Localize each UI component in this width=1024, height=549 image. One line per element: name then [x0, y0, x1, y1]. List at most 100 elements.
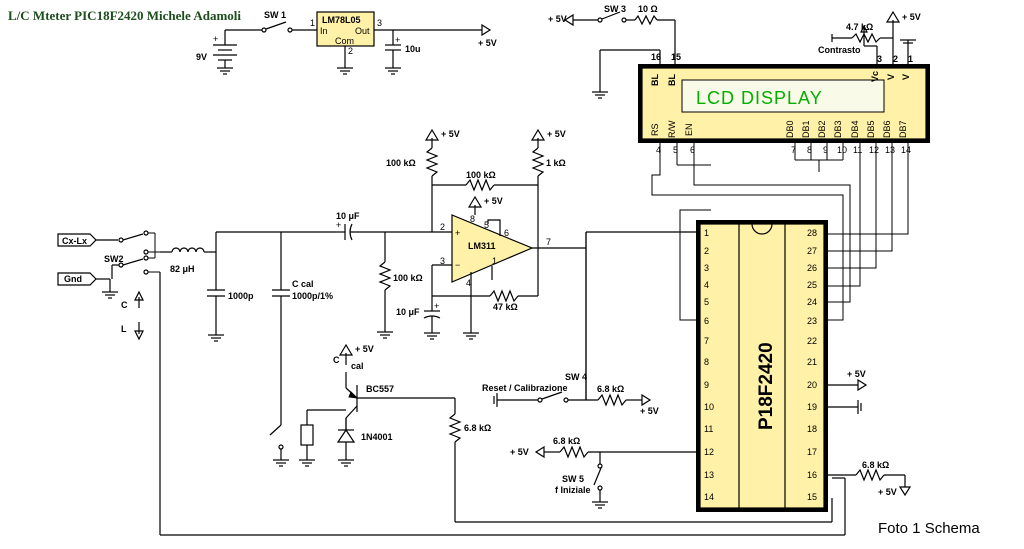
svg-text:16: 16: [807, 470, 817, 480]
svg-text:2: 2: [893, 54, 898, 64]
svg-text:18: 18: [807, 424, 817, 434]
battery-9v: + 9V: [196, 30, 237, 75]
svg-text:+ 5V: + 5V: [478, 38, 497, 48]
pic18f2420: P18F2420: [696, 220, 828, 512]
svg-text:LCD DISPLAY: LCD DISPLAY: [696, 88, 823, 108]
svg-text:+ 5V: + 5V: [484, 196, 503, 206]
svg-text:6.8 kΩ: 6.8 kΩ: [464, 423, 491, 433]
resistor-47k: 47 kΩ: [431, 265, 538, 312]
svg-text:R/W: R/W: [667, 120, 677, 138]
svg-text:9: 9: [704, 380, 709, 390]
svg-text:f Iniziale: f Iniziale: [555, 485, 591, 495]
cap-10uf-input: 10 μF +: [336, 211, 432, 241]
svg-text:V: V: [901, 74, 911, 80]
svg-text:10 μF: 10 μF: [396, 307, 420, 317]
svg-text:P18F2420: P18F2420: [756, 342, 777, 430]
resistor-6k8-base: 6.8 kΩ: [400, 397, 491, 522]
svg-text:10 μF: 10 μF: [336, 211, 360, 221]
svg-text:1000p/1%: 1000p/1%: [292, 291, 333, 301]
page-title: L/C Mteter PIC18F2420 Michele Adamoli: [8, 8, 241, 23]
svg-text:25: 25: [807, 280, 817, 290]
svg-text:27: 27: [807, 246, 817, 256]
svg-text:9: 9: [823, 145, 828, 155]
svg-text:6: 6: [704, 316, 709, 326]
svg-text:14: 14: [704, 492, 714, 502]
svg-text:+ 5V: + 5V: [902, 12, 921, 22]
svg-text:SW2: SW2: [104, 254, 124, 264]
svg-text:9V: 9V: [196, 52, 207, 62]
resistor-100k-bias: 100 kΩ: [377, 232, 423, 339]
figure-caption: Foto 1 Schema: [878, 520, 980, 537]
svg-text:24: 24: [807, 297, 817, 307]
svg-text:BL: BL: [650, 74, 660, 86]
svg-text:2: 2: [704, 246, 709, 256]
svg-text:4: 4: [704, 280, 709, 290]
svg-text:Gnd: Gnd: [64, 274, 82, 284]
pic-left-pins: 1 2 3 4 5 6 7 8 9 10 11 12 13 14: [704, 228, 714, 502]
relay-contact: [269, 424, 289, 467]
svg-text:Out: Out: [355, 26, 370, 36]
diode-1n4001: 1N4001: [336, 418, 393, 467]
svg-text:16: 16: [651, 52, 661, 62]
svg-text:23: 23: [807, 316, 817, 326]
svg-text:+ 5V: + 5V: [510, 447, 529, 457]
svg-text:26: 26: [807, 263, 817, 273]
svg-text:7: 7: [704, 336, 709, 346]
svg-text:8: 8: [704, 357, 709, 367]
svg-text:6: 6: [690, 145, 695, 155]
svg-text:+: +: [455, 228, 460, 238]
svg-text:DB4: DB4: [850, 120, 860, 138]
svg-text:DB6: DB6: [882, 120, 892, 138]
svg-text:L: L: [121, 324, 127, 334]
svg-text:LM78L05: LM78L05: [322, 15, 361, 25]
svg-text:EN: EN: [684, 123, 694, 136]
sw1-switch: SW 1: [261, 10, 293, 33]
svg-text:20: 20: [807, 380, 817, 390]
svg-text:C: C: [333, 355, 340, 365]
svg-text:BL: BL: [667, 74, 677, 86]
svg-text:DB3: DB3: [833, 120, 843, 138]
svg-text:4: 4: [656, 145, 661, 155]
svg-text:1N4001: 1N4001: [361, 432, 393, 442]
svg-text:3: 3: [877, 54, 882, 64]
svg-text:1: 1: [310, 18, 315, 28]
svg-text:17: 17: [807, 447, 817, 457]
svg-text:DB0: DB0: [785, 120, 795, 138]
svg-text:100 kΩ: 100 kΩ: [466, 170, 496, 180]
input-gnd: Gnd: [57, 272, 97, 286]
svg-text:+: +: [213, 34, 218, 44]
svg-text:2: 2: [348, 46, 353, 56]
cap-10uf-bias: + 10 μF: [396, 296, 441, 340]
resistor-1k: + 5V 1 kΩ: [530, 128, 566, 185]
svg-text:13: 13: [885, 145, 895, 155]
svg-text:BC557: BC557: [366, 384, 394, 394]
transistor-bc557: + 5V C cal BC557: [333, 343, 400, 430]
svg-text:6.8 kΩ: 6.8 kΩ: [862, 460, 889, 470]
svg-text:+: +: [336, 220, 341, 230]
svg-text:cal: cal: [351, 361, 364, 371]
regulator-lm78l05: LM78L05 In Out Com 1 3 2: [310, 11, 382, 56]
svg-text:5: 5: [484, 220, 489, 230]
svg-text:15: 15: [807, 492, 817, 502]
svg-text:12: 12: [869, 145, 879, 155]
svg-text:6.8 kΩ: 6.8 kΩ: [597, 384, 624, 394]
svg-text:11: 11: [704, 424, 713, 434]
svg-text:SW 1: SW 1: [264, 10, 286, 20]
svg-text:19: 19: [807, 402, 817, 412]
svg-text:8: 8: [807, 145, 812, 155]
svg-text:7: 7: [791, 145, 796, 155]
svg-text:+ 5V: + 5V: [640, 406, 659, 416]
svg-text:6: 6: [504, 228, 509, 238]
sw2-switch: SW2 C L: [104, 230, 160, 341]
svg-text:82 μH: 82 μH: [170, 264, 195, 274]
resistor-6k8-p16: 6.8 kΩ + 5V: [824, 460, 912, 497]
svg-text:7: 7: [546, 237, 551, 247]
svg-text:100 kΩ: 100 kΩ: [393, 273, 423, 283]
svg-text:RS: RS: [650, 123, 660, 136]
svg-text:SW 4: SW 4: [565, 372, 587, 382]
lcd-bottom-pins: RS R/W EN DB0 DB1 DB2 DB3 DB4 DB5 DB6 DB…: [650, 120, 911, 155]
svg-text:1: 1: [492, 256, 497, 266]
svg-text:+: +: [434, 301, 439, 311]
svg-text:+ 5V: + 5V: [847, 369, 866, 379]
